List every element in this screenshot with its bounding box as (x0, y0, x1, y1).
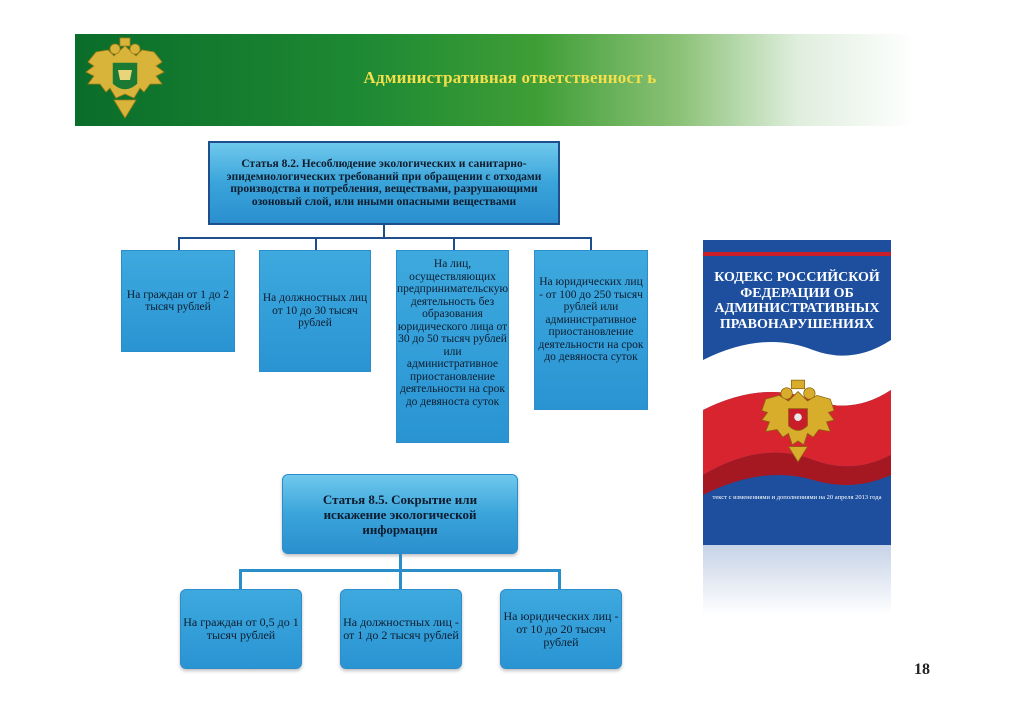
penalty-box-citizens: На граждан от 0,5 до 1 тысяч рублей (180, 589, 302, 669)
penalty-text: На должностных лиц от 10 до 30 тысяч руб… (262, 292, 368, 330)
penalty-text: На граждан от 0,5 до 1 тысяч рублей (183, 615, 299, 642)
connector (399, 554, 402, 570)
book-reflection (703, 545, 891, 615)
penalty-box-officials: На должностных лиц - от 1 до 2 тысяч руб… (340, 589, 462, 669)
connector (315, 237, 317, 250)
penalty-box-citizens: На граждан от 1 до 2 тысяч рублей (121, 250, 235, 352)
page-title: Административная ответственност ь (363, 68, 657, 87)
article-82-title: Статья 8.2. Несоблюдение экологических и… (226, 158, 542, 208)
penalty-box-entrepreneurs: На лиц, осуществляющих предпринимательск… (396, 250, 509, 443)
penalty-text: На юридических лиц - от 10 до 20 тысяч р… (503, 608, 619, 649)
page-number: 18 (914, 661, 930, 678)
penalty-box-officials: На должностных лиц от 10 до 30 тысяч руб… (259, 250, 371, 372)
russian-eagle-icon (761, 379, 835, 463)
article-85-title: Статья 8.5. Сокрытие или искажение эколо… (322, 491, 478, 537)
connector (239, 569, 242, 589)
article-82-header: Статья 8.2. Несоблюдение экологических и… (208, 141, 560, 225)
book-title: КОДЕКС РОССИЙСКОЙ ФЕДЕРАЦИИ ОБ АДМИНИСТР… (714, 270, 880, 332)
connector (453, 237, 455, 250)
connector (178, 237, 592, 239)
connector (558, 569, 561, 589)
connector (383, 225, 385, 238)
connector (399, 569, 402, 589)
penalty-text: На граждан от 1 до 2 тысяч рублей (126, 288, 230, 314)
penalty-box-legal-entities: На юридических лиц - от 10 до 20 тысяч р… (500, 589, 622, 669)
book-subtitle: текст с изменениями и дополнениями на 20… (712, 494, 882, 501)
header-banner (75, 34, 915, 126)
penalty-box-legal-entities: На юридических лиц - от 100 до 250 тысяч… (534, 250, 648, 410)
rosprirodnadzor-emblem-icon (85, 37, 165, 119)
penalty-text: На должностных лиц - от 1 до 2 тысяч руб… (343, 615, 459, 642)
penalty-text: На юридических лиц - от 100 до 250 тысяч… (538, 276, 644, 363)
book-cover: КОДЕКС РОССИЙСКОЙ ФЕДЕРАЦИИ ОБ АДМИНИСТР… (703, 240, 891, 545)
connector (178, 237, 180, 250)
article-85-header: Статья 8.5. Сокрытие или искажение эколо… (282, 474, 518, 554)
connector (590, 237, 592, 250)
penalty-text: На лиц, осуществляющих предпринимательск… (396, 258, 509, 408)
